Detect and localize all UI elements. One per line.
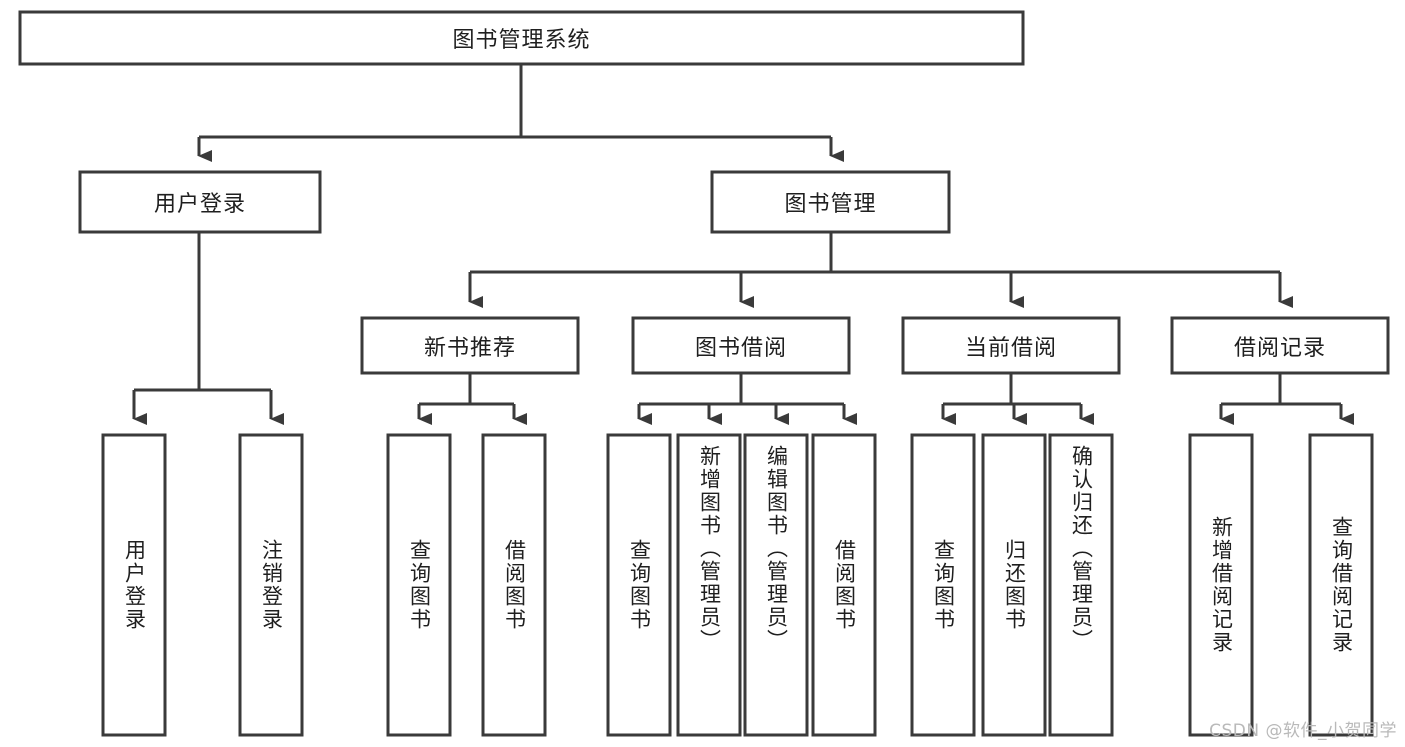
node-box-new-book-recommend[interactable]	[360, 316, 580, 375]
node-box-record-add[interactable]	[1188, 433, 1254, 737]
node-box-current-confirm-return[interactable]	[1048, 433, 1114, 737]
node-box-book-borrow[interactable]	[631, 316, 851, 375]
node-box-layer	[18, 10, 1390, 737]
connector-layer	[132, 64, 1354, 425]
node-box-book-management[interactable]	[710, 170, 951, 234]
node-box-recommend-borrow-book[interactable]	[481, 433, 547, 737]
node-box-user-login-leaf[interactable]	[101, 433, 167, 737]
node-box-user-logout-leaf[interactable]	[238, 433, 304, 737]
node-box-borrow-edit-book[interactable]	[743, 433, 809, 737]
node-box-borrow-record[interactable]	[1170, 316, 1390, 375]
node-box-borrow-query-book[interactable]	[606, 433, 672, 737]
node-box-current-query-book[interactable]	[910, 433, 976, 737]
node-box-root[interactable]	[18, 10, 1025, 66]
node-box-user-login[interactable]	[78, 170, 322, 234]
node-box-current-borrow[interactable]	[901, 316, 1121, 375]
node-box-borrow-add-book[interactable]	[676, 433, 742, 737]
node-box-recommend-query-book[interactable]	[386, 433, 452, 737]
node-box-current-return-book[interactable]	[981, 433, 1047, 737]
node-box-record-query[interactable]	[1308, 433, 1374, 737]
csdn-watermark: CSDN @软件_小贺同学	[1209, 721, 1397, 741]
node-box-borrow-borrow-book[interactable]	[811, 433, 877, 737]
